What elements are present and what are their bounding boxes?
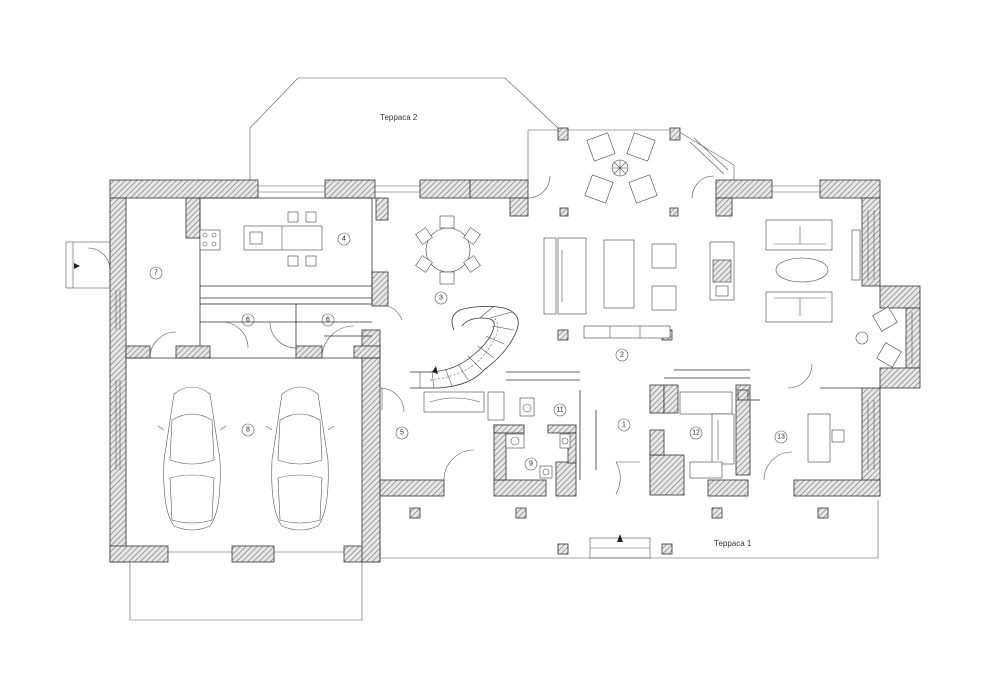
- svg-text:9: 9: [529, 461, 533, 468]
- room-5-furniture: [423, 391, 505, 421]
- room-marker-5: 5: [395, 426, 409, 440]
- entry-step-left: [65, 241, 111, 289]
- interior-lines: [126, 197, 862, 480]
- svg-text:8: 8: [246, 427, 250, 434]
- svg-text:6: 6: [326, 317, 330, 324]
- svg-text:7: 7: [154, 270, 158, 277]
- svg-text:2: 2: [620, 352, 624, 359]
- room-marker-3: 3: [434, 291, 448, 305]
- room-marker-2: 2: [615, 348, 629, 362]
- room-markers: 7 4 3 6 6 2 8 5 11 9 1 12 13: [149, 232, 788, 471]
- bathroom-fixtures: [505, 397, 571, 479]
- car-left: [157, 386, 227, 531]
- walls: [109, 127, 921, 563]
- room-13-desk: [807, 413, 845, 463]
- entrance-arrow: [617, 534, 623, 542]
- windows: [115, 185, 913, 553]
- car-right: [265, 386, 335, 531]
- terrace-2-outline: [249, 77, 735, 185]
- room-marker-8: 8: [241, 423, 255, 437]
- garage-apron: [129, 562, 363, 621]
- terrace-2-label: Терраса 2: [380, 113, 418, 122]
- room-marker-6b: 6: [321, 313, 335, 327]
- svg-text:1: 1: [622, 422, 626, 429]
- svg-text:13: 13: [777, 434, 785, 441]
- living-room-furniture: [543, 237, 677, 339]
- room-marker-6a: 6: [241, 313, 255, 327]
- room-marker-7: 7: [149, 266, 163, 280]
- room-marker-13: 13: [774, 430, 788, 444]
- svg-text:3: 3: [439, 295, 443, 302]
- svg-text:5: 5: [400, 430, 404, 437]
- room-marker-1: 1: [617, 418, 631, 432]
- right-lounge: [765, 219, 861, 323]
- svg-text:12: 12: [692, 430, 700, 437]
- terrace-1-label: Терраса 1: [714, 539, 752, 548]
- terrace-1-outline: [379, 500, 879, 559]
- kitchen-furniture: [199, 211, 323, 267]
- room-marker-4: 4: [337, 232, 351, 246]
- dining-table: [415, 215, 481, 285]
- spiral-staircase: [410, 305, 519, 389]
- svg-text:4: 4: [342, 236, 346, 243]
- bay-chairs: [855, 306, 902, 368]
- fireplace: [709, 241, 735, 301]
- room-12-furniture: [679, 391, 735, 479]
- room-marker-11: 11: [553, 403, 567, 417]
- terrace-2-seating: [584, 132, 658, 204]
- svg-text:6: 6: [246, 317, 250, 324]
- door-swings: [149, 175, 813, 495]
- room-marker-12: 12: [689, 426, 703, 440]
- room-marker-9: 9: [524, 457, 538, 471]
- svg-text:11: 11: [556, 407, 563, 414]
